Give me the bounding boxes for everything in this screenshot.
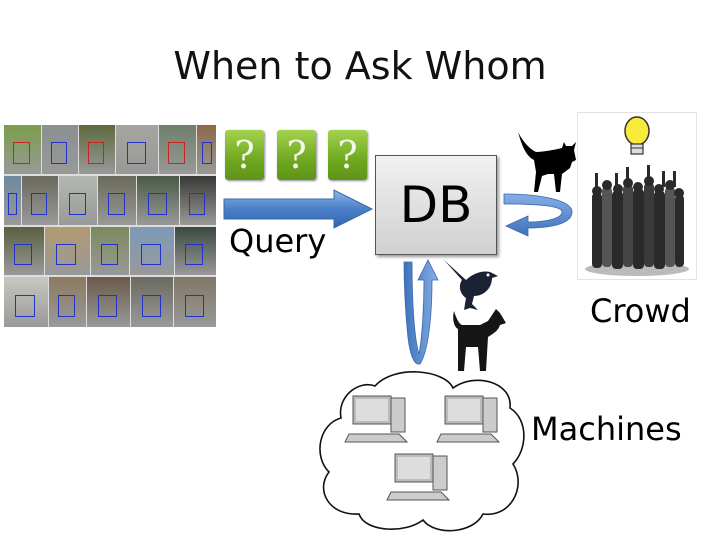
computer-icon <box>344 395 409 443</box>
machines-cloud <box>319 371 525 532</box>
detection-image <box>79 125 115 174</box>
detection-image <box>49 277 86 327</box>
bounding-box <box>56 244 76 265</box>
detection-image <box>59 176 97 225</box>
bounding-box <box>108 193 125 215</box>
computer-icon <box>436 395 501 443</box>
computer-icon <box>386 453 451 501</box>
detection-image <box>137 176 179 225</box>
bounding-box <box>202 142 212 164</box>
bounding-box <box>127 142 146 164</box>
bounding-box <box>148 193 167 215</box>
detection-image <box>131 277 173 327</box>
detection-image <box>42 125 78 174</box>
machines-round-trip-arrow-icon <box>403 259 439 365</box>
bounding-box <box>8 193 17 215</box>
bounding-box <box>185 244 203 265</box>
bounding-box <box>189 193 205 215</box>
question-box: ? <box>328 130 367 180</box>
detection-image <box>87 277 130 327</box>
slide-title: When to Ask Whom <box>173 44 547 88</box>
bounding-box <box>141 244 161 265</box>
detection-image <box>4 227 44 275</box>
detection-image <box>45 227 90 275</box>
bounding-box <box>168 142 185 164</box>
detection-image <box>116 125 158 174</box>
bounding-box <box>185 295 204 317</box>
detection-image <box>4 125 41 174</box>
machines-label: Machines <box>531 410 682 448</box>
detection-image <box>180 176 216 225</box>
question-box: ? <box>277 130 316 180</box>
crowd-image <box>577 112 697 280</box>
bird-icon <box>444 260 498 310</box>
detection-image <box>91 227 129 275</box>
detection-image <box>4 277 48 327</box>
question-box: ? <box>225 130 264 180</box>
bounding-box <box>13 142 30 164</box>
bounding-box <box>15 295 35 317</box>
bounding-box <box>142 295 161 317</box>
query-arrow-icon <box>223 189 374 229</box>
crowd-label: Crowd <box>590 292 691 330</box>
detection-image <box>4 176 21 225</box>
bounding-box <box>88 142 104 164</box>
detection-image <box>174 277 216 327</box>
dog-icon <box>453 309 506 371</box>
detection-image <box>175 227 216 275</box>
crowd-people-icon <box>585 116 689 276</box>
query-label: Query <box>229 222 327 260</box>
database-box: DB <box>375 155 497 255</box>
crowd-round-trip-arrow-icon <box>503 193 573 237</box>
bounding-box <box>101 244 118 265</box>
detection-image <box>159 125 196 174</box>
bounding-box <box>51 142 67 164</box>
bounding-box <box>98 295 117 317</box>
lightbulb-icon <box>624 116 650 155</box>
detection-image <box>197 125 216 174</box>
bounding-box <box>14 244 32 265</box>
detection-image-grid <box>4 125 216 327</box>
bounding-box <box>58 295 75 317</box>
bounding-box <box>69 193 86 215</box>
detection-image <box>22 176 58 225</box>
detection-image <box>98 176 136 225</box>
cat-icon <box>518 132 576 192</box>
detection-image <box>130 227 174 275</box>
bounding-box <box>31 193 47 215</box>
